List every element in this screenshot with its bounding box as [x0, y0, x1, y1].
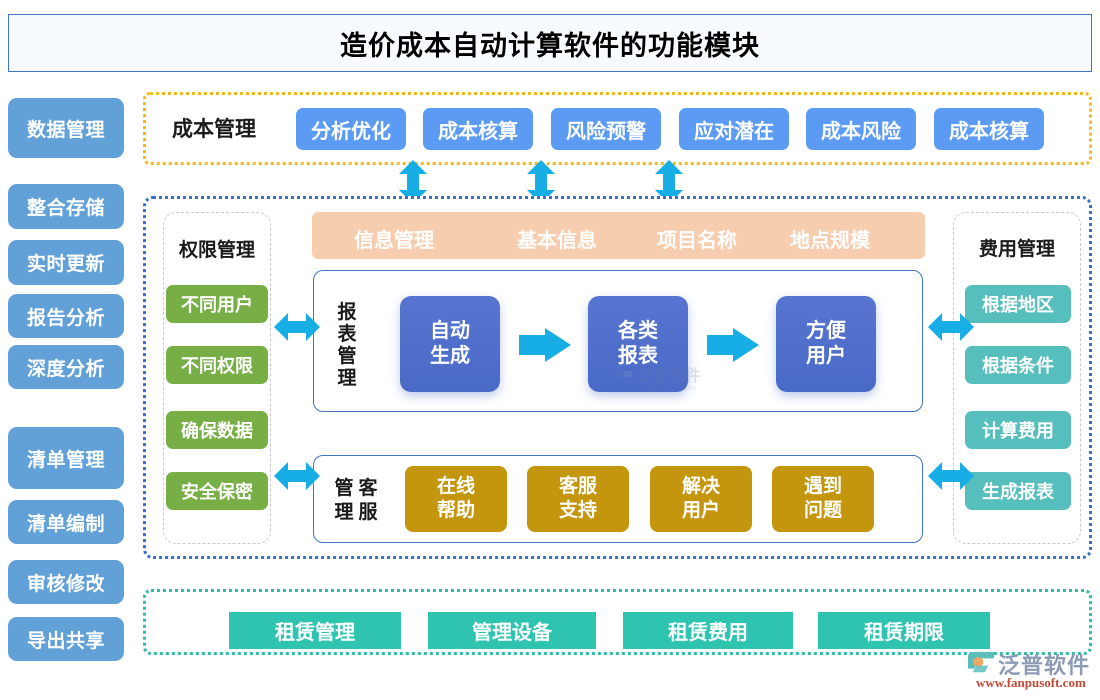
flow-arrow-2 [707, 328, 759, 362]
sidebar-item-2[interactable]: 整合存储 [8, 184, 124, 229]
sidebar-item-5[interactable]: 深度分析 [8, 345, 124, 389]
sidebar-item-7[interactable]: 清单编制 [8, 500, 124, 544]
rental-chip-3[interactable]: 租赁费用 [623, 612, 793, 649]
vertical-double-arrow-2 [526, 160, 556, 204]
report-node-1[interactable]: 自动生成 [400, 296, 500, 392]
customer-service-label-col2: 客服 [358, 478, 378, 523]
sidebar-item-3[interactable]: 实时更新 [8, 240, 124, 285]
right-double-arrow-1 [928, 310, 974, 344]
flow-arrow-1 [519, 328, 571, 362]
report-management-label: 报表管理 [337, 302, 357, 389]
service-node-4[interactable]: 遇到问题 [772, 466, 874, 532]
service-node-2[interactable]: 客服支持 [527, 466, 629, 532]
information-bar [312, 212, 925, 259]
sidebar-item-8[interactable]: 审核修改 [8, 560, 124, 604]
rental-chip-2[interactable]: 管理设备 [428, 612, 596, 649]
fee-management-title: 费用管理 [978, 239, 1055, 260]
service-node-3[interactable]: 解决用户 [650, 466, 752, 532]
permission-group-title: 权限管理 [178, 240, 255, 261]
sidebar-item-6[interactable]: 清单管理 [8, 427, 124, 489]
rental-chip-1[interactable]: 租赁管理 [229, 612, 401, 649]
sidebar-item-9[interactable]: 导出共享 [8, 617, 124, 661]
cost-chip-6[interactable]: 成本核算 [934, 108, 1044, 150]
left-double-arrow-2 [274, 459, 320, 493]
permission-chip-1[interactable]: 不同用户 [166, 285, 268, 323]
fee-chip-1[interactable]: 根据地区 [965, 285, 1071, 323]
vertical-double-arrow-3 [654, 160, 684, 204]
permission-chip-3[interactable]: 确保数据 [166, 411, 268, 449]
report-node-2[interactable]: 各类报表 [588, 296, 688, 392]
report-node-3[interactable]: 方便用户 [776, 296, 876, 392]
fee-chip-2[interactable]: 根据条件 [965, 346, 1071, 384]
page-title: 造价成本自动计算软件的功能模块 [340, 30, 760, 61]
cost-chip-3[interactable]: 风险预警 [551, 108, 661, 150]
left-double-arrow-1 [274, 310, 320, 344]
fee-chip-4[interactable]: 生成报表 [965, 472, 1071, 510]
logo-url: www.fanpusoft.com [976, 675, 1086, 690]
cost-chip-5[interactable]: 成本风险 [806, 108, 916, 150]
right-double-arrow-2 [928, 459, 974, 493]
service-node-1[interactable]: 在线帮助 [405, 466, 507, 532]
info-bar-item-1: 信息管理 [354, 230, 434, 252]
cost-management-label: 成本管理 [172, 118, 256, 141]
permission-chip-2[interactable]: 不同权限 [166, 346, 268, 384]
info-bar-item-4: 地点规模 [790, 230, 870, 252]
customer-service-label-col1: 管理 [334, 478, 354, 523]
logo-name: 泛普软件 [998, 653, 1091, 678]
fee-chip-3[interactable]: 计算费用 [965, 411, 1071, 449]
logo-mark-icon [968, 651, 994, 673]
rental-chip-4[interactable]: 租赁期限 [818, 612, 990, 649]
cost-chip-4[interactable]: 应对潜在 [679, 108, 789, 150]
info-bar-item-2: 基本信息 [517, 230, 597, 252]
permission-chip-4[interactable]: 安全保密 [166, 472, 268, 510]
page-title-box: 造价成本自动计算软件的功能模块 [8, 14, 1092, 72]
sidebar-item-4[interactable]: 报告分析 [8, 294, 124, 338]
sidebar-item-1[interactable]: 数据管理 [8, 98, 124, 158]
cost-chip-1[interactable]: 分析优化 [296, 108, 406, 150]
cost-chip-2[interactable]: 成本核算 [423, 108, 533, 150]
info-bar-item-3: 项目名称 [657, 230, 737, 252]
brand-logo: 泛普软件 www.fanpusoft.com [966, 648, 1096, 694]
vertical-double-arrow-1 [398, 160, 428, 204]
